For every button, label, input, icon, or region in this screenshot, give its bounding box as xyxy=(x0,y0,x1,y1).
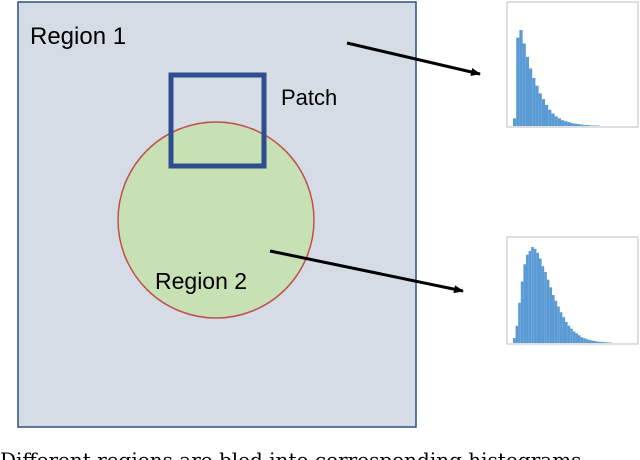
histogram-bar xyxy=(513,118,517,126)
histogram-bar xyxy=(544,271,547,343)
histogram-bar xyxy=(573,123,577,126)
histogram-bar xyxy=(525,56,529,126)
histogram-bar xyxy=(546,279,550,343)
histogram-bar xyxy=(561,120,565,126)
histogram-bar xyxy=(538,93,542,126)
histogram-bar xyxy=(559,312,563,343)
histogram-bar xyxy=(554,300,558,343)
histogram-bar xyxy=(601,342,604,343)
histogram-bar xyxy=(586,125,590,126)
histogram-bar xyxy=(588,340,591,343)
histogram-bar xyxy=(562,317,565,343)
histogram-bar xyxy=(604,342,607,343)
histogram-bar xyxy=(580,124,584,126)
figure-caption: Different regions are bled into correspo… xyxy=(0,449,640,460)
histogram-bar xyxy=(552,295,555,343)
histogram-bar xyxy=(580,337,584,343)
histogram-bar xyxy=(557,306,560,343)
histogram-bar xyxy=(575,333,578,343)
histogram-bar xyxy=(593,341,597,343)
histogram-bar xyxy=(513,338,516,343)
histogram-bar xyxy=(519,30,523,126)
histogram-bar xyxy=(523,264,526,343)
histogram-bar xyxy=(570,123,574,126)
histogram-bar xyxy=(531,247,534,343)
histogram-bar xyxy=(533,248,537,343)
histogram-bar xyxy=(567,325,571,343)
histogram-bar xyxy=(515,325,519,343)
region2-area xyxy=(117,121,315,319)
histogram-bar xyxy=(577,124,581,126)
region1-histogram xyxy=(513,30,600,126)
histogram-bar xyxy=(570,328,573,343)
histogram-bar xyxy=(536,252,539,343)
histogram-bar xyxy=(564,121,568,126)
histogram-bar xyxy=(541,266,545,343)
histogram-bar xyxy=(529,68,533,126)
histogram-bar xyxy=(596,341,599,343)
histogram-bar xyxy=(591,340,594,343)
histogram-bar xyxy=(548,109,552,126)
histogram-bar xyxy=(578,335,581,343)
histogram-bar xyxy=(532,78,536,126)
histogram-bar xyxy=(567,122,571,126)
histogram-bar xyxy=(541,99,545,126)
histogram-bar xyxy=(551,113,555,126)
histogram-bar xyxy=(528,250,532,343)
histogram-bar xyxy=(518,302,521,343)
arrow-region1-to-histogram xyxy=(346,41,481,76)
histogram-bar xyxy=(520,281,524,343)
histogram-bar xyxy=(583,338,586,343)
histogram-bar xyxy=(585,339,589,343)
histogram-bar xyxy=(539,258,542,343)
region2-histogram xyxy=(513,247,612,343)
patch-box xyxy=(168,72,267,169)
histogram-bar xyxy=(606,342,610,343)
patch-label: Patch xyxy=(281,85,337,110)
histogram-bar xyxy=(526,254,529,343)
histogram-bar xyxy=(549,287,552,343)
histogram-bar xyxy=(557,118,561,126)
histogram-bar xyxy=(572,331,576,343)
histogram-bar xyxy=(598,341,602,343)
histogram-bar xyxy=(583,125,587,126)
histogram-bar xyxy=(565,321,568,343)
histogram-bar xyxy=(545,104,549,126)
region1-label: Region 1 xyxy=(30,23,126,50)
histogram-bar xyxy=(522,43,526,126)
histogram-bar xyxy=(516,37,520,126)
region2-label: Region 2 xyxy=(155,268,247,294)
histogram-bar xyxy=(535,85,539,126)
histogram-bar xyxy=(554,116,558,126)
arrow-region2-to-histogram xyxy=(269,249,464,294)
